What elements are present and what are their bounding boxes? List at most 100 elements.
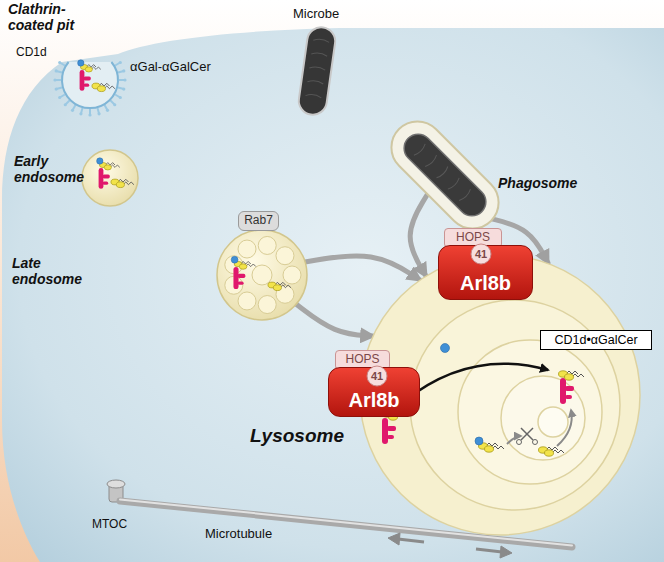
illustration-path (500, 546, 512, 558)
illustration-group (231, 256, 256, 269)
illustration-circle (231, 256, 238, 263)
illustration-group (379, 405, 408, 420)
illustration-rect (387, 435, 394, 439)
illustration-circle (106, 109, 109, 112)
illustration-circle (78, 60, 84, 66)
box-text: 41 (371, 370, 383, 382)
illustration-circle (122, 87, 125, 90)
box-text: 41 (475, 248, 487, 260)
illustration-path (396, 414, 408, 417)
illustration-group (233, 267, 245, 289)
phagosome: Phagosome (375, 110, 580, 240)
illustration-circle (82, 150, 138, 206)
shape-heading: Late endosome (12, 256, 90, 287)
illustration-circle (475, 437, 483, 445)
illustration-circle (119, 96, 122, 99)
illustration-rect (565, 395, 572, 399)
illustration-circle (58, 96, 61, 99)
transport-arrow (305, 256, 420, 280)
illustration-rect (560, 378, 566, 404)
illustration-circle (501, 376, 585, 460)
illustration-rect (565, 386, 574, 391)
illustration-circle (71, 109, 74, 112)
illustration-rect (238, 274, 246, 278)
illustration-circle (88, 113, 91, 116)
illustration-ellipse (116, 182, 124, 188)
molecule-label: CD1d (16, 46, 47, 59)
rab7-box: Rab7 (238, 211, 279, 231)
illustration-path (507, 436, 521, 444)
transport-arrow (296, 304, 373, 336)
cytoplasm (2, 28, 664, 562)
illustration-rect (103, 174, 110, 178)
illustration-ellipse (107, 480, 125, 488)
organelle-label: MTOC (92, 518, 127, 531)
illustration-circle (283, 266, 301, 284)
illustration-circle (258, 296, 276, 314)
illustration-group (99, 168, 110, 189)
illustration-rect (387, 426, 396, 431)
lipid-label: αGal-αGalCer (130, 60, 211, 74)
box-text: HOPS (345, 353, 379, 366)
illustration-path (311, 52, 327, 56)
illustration-rect (99, 168, 104, 189)
shape-heading: Microbe (293, 7, 339, 22)
illustration-ellipse (383, 411, 392, 417)
illustration-circle (258, 236, 276, 254)
illustration-path (307, 80, 323, 84)
illustration-line (476, 549, 502, 552)
illustration-rect (382, 418, 388, 444)
illustration-circle (113, 103, 116, 106)
illustration-circle (538, 407, 568, 437)
illustration-path (459, 189, 472, 202)
illustration-group (78, 60, 101, 72)
illustration-group (80, 70, 91, 91)
illustration-line (398, 539, 424, 542)
transport-arrow (410, 195, 427, 276)
illustration-group (381, 111, 510, 240)
illustration-group (82, 150, 138, 206)
illustration-rect (398, 128, 491, 221)
motility-arrows (388, 533, 512, 558)
illustration-group (111, 179, 134, 187)
late-endosome: Late endosome (8, 228, 318, 328)
illustration-group (560, 378, 574, 404)
vps41-circle: 41 (470, 243, 492, 265)
box-text: CD1d•αGalCer (554, 333, 637, 347)
illustration-group (559, 371, 585, 380)
illustration-circle (276, 247, 294, 265)
illustration-ellipse (565, 374, 574, 380)
illustration-path (62, 62, 118, 108)
illustration-circle (123, 78, 126, 81)
illustration-path (437, 167, 450, 180)
illustration-group (97, 158, 120, 170)
complex-box: CD1d•αGalCer (540, 330, 652, 350)
shape-heading: Lysosome (250, 425, 344, 446)
illustration-line (521, 428, 533, 440)
early-endosome: Early endosome (8, 140, 153, 215)
box-text: Arl8b (348, 389, 399, 411)
illustration-circle (53, 78, 56, 81)
illustration-path (425, 155, 438, 168)
illustration-circle (441, 344, 450, 353)
illustration-ellipse (97, 86, 105, 92)
structure-label: Microtubule (205, 527, 272, 541)
illustration-group (53, 60, 126, 117)
illustration-rect (84, 84, 90, 87)
illustration-circle (55, 69, 58, 72)
illustration-rect (233, 267, 238, 289)
illustration-group (217, 230, 307, 320)
illustration-circle (122, 69, 125, 72)
illustration-circle (458, 340, 602, 484)
illustration-circle (252, 265, 272, 285)
illustration-rect (381, 111, 510, 240)
illustration-circle (64, 103, 67, 106)
illustration-path (557, 410, 572, 446)
illustration-path (388, 533, 400, 545)
illustration-circle (379, 405, 387, 413)
box-text: Rab7 (244, 214, 273, 227)
illustration-ellipse (85, 67, 92, 72)
shape-outline (285, 5, 355, 120)
shape-outline (375, 110, 580, 240)
